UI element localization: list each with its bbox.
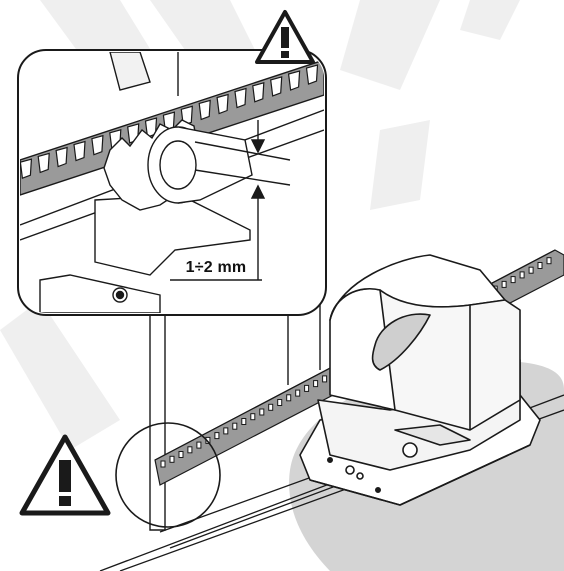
inset-rack-tooth <box>305 64 319 85</box>
rack-tooth <box>528 266 534 274</box>
motor-housing <box>299 254 541 506</box>
inset-rack-tooth <box>252 82 265 103</box>
rack-tooth <box>295 389 301 397</box>
inset-rack-tooth <box>37 152 50 174</box>
warning-triangle-icon <box>19 434 111 516</box>
rack-tooth <box>178 451 184 458</box>
rack-tooth <box>214 432 220 440</box>
rack-tooth <box>537 262 543 269</box>
pinion-gear <box>103 119 253 211</box>
rack-tooth <box>232 422 238 430</box>
inset-rack-tooth <box>270 76 283 97</box>
rack-tooth <box>501 280 507 288</box>
inset-rack-tooth <box>20 158 33 180</box>
rack-tooth <box>510 276 516 284</box>
gap-dimension-label: 1÷2 mm <box>185 259 247 276</box>
detail-circle <box>115 422 221 528</box>
rack-tooth <box>268 403 274 411</box>
rack-tooth <box>169 455 175 463</box>
inset-rack-tooth <box>55 146 68 168</box>
inset-rack-tooth <box>216 93 229 115</box>
magnified-inset <box>17 49 327 316</box>
rack-tooth <box>277 399 283 406</box>
rack-tooth <box>241 418 247 425</box>
rack-tooth <box>304 384 310 392</box>
rack-tooth <box>259 408 265 416</box>
rack-tooth <box>223 427 229 435</box>
inset-rack-tooth <box>198 99 211 121</box>
rack-tooth <box>196 441 202 449</box>
rack-tooth <box>187 446 193 454</box>
rack-tooth <box>519 271 525 279</box>
inset-rack-tooth <box>287 70 301 91</box>
rack-tooth <box>322 375 328 383</box>
warning-triangle-icon <box>255 10 315 64</box>
inset-rack-tooth <box>91 134 104 156</box>
inset-rack-tooth <box>234 87 247 109</box>
rack-tooth <box>546 257 552 265</box>
rack-tooth <box>160 460 166 468</box>
gap-dimension-marker <box>170 120 291 281</box>
rack-tooth <box>286 394 292 402</box>
rack-tooth <box>250 413 256 421</box>
rack-tooth <box>313 380 319 388</box>
inset-rack-tooth <box>73 140 86 162</box>
